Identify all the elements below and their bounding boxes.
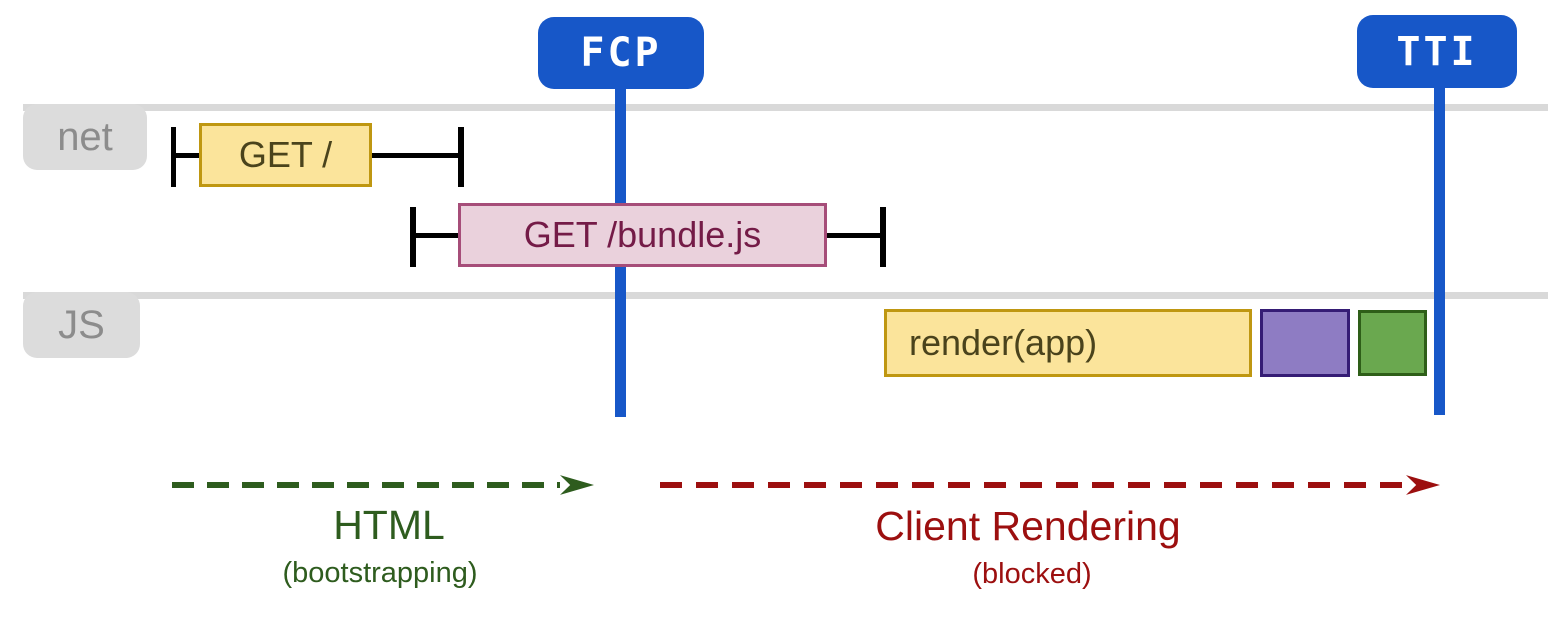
js-lane-label-text: JS: [58, 302, 105, 347]
js-lane-line: [23, 292, 1548, 299]
render-app-task-box: render(app): [884, 309, 1252, 377]
client-rendering-phase-sublabel: (blocked): [972, 558, 1092, 590]
get-root-task-box: GET /: [199, 123, 372, 187]
fcp-badge: FCP: [538, 17, 704, 89]
html-phase-dashed-arrow: [172, 482, 560, 488]
js-lane-label: JS: [23, 292, 140, 358]
client-rendering-phase-label: Client Rendering: [875, 503, 1181, 549]
green-task-box: [1358, 310, 1427, 376]
net-lane-label-text: net: [57, 114, 113, 159]
get-bundle-task-label: GET /bundle.js: [523, 214, 762, 255]
tti-badge: TTI: [1357, 15, 1517, 88]
html-phase-arrowhead-icon: [560, 475, 594, 495]
get-root-right-whisker-tick: [458, 127, 464, 187]
fcp-badge-label: FCP: [580, 30, 662, 76]
tti-badge-label: TTI: [1396, 28, 1478, 75]
html-phase-sublabel: (bootstrapping): [282, 557, 478, 589]
get-bundle-task-box: GET /bundle.js: [458, 203, 827, 267]
get-bundle-left-whisker-tick: [410, 207, 416, 267]
get-root-task-label: GET /: [238, 134, 333, 175]
net-lane-label: net: [23, 104, 147, 170]
client-rendering-arrowhead-icon: [1406, 475, 1440, 495]
net-lane-line: [23, 104, 1548, 111]
purple-task-box: [1260, 309, 1350, 377]
get-bundle-right-whisker-tick: [880, 207, 886, 267]
html-phase-label: HTML: [333, 502, 445, 548]
client-rendering-dashed-arrow: [660, 482, 1404, 488]
tti-marker-line: [1434, 87, 1445, 415]
get-root-left-whisker-tick: [171, 127, 176, 187]
render-app-task-label: render(app): [909, 322, 1098, 363]
